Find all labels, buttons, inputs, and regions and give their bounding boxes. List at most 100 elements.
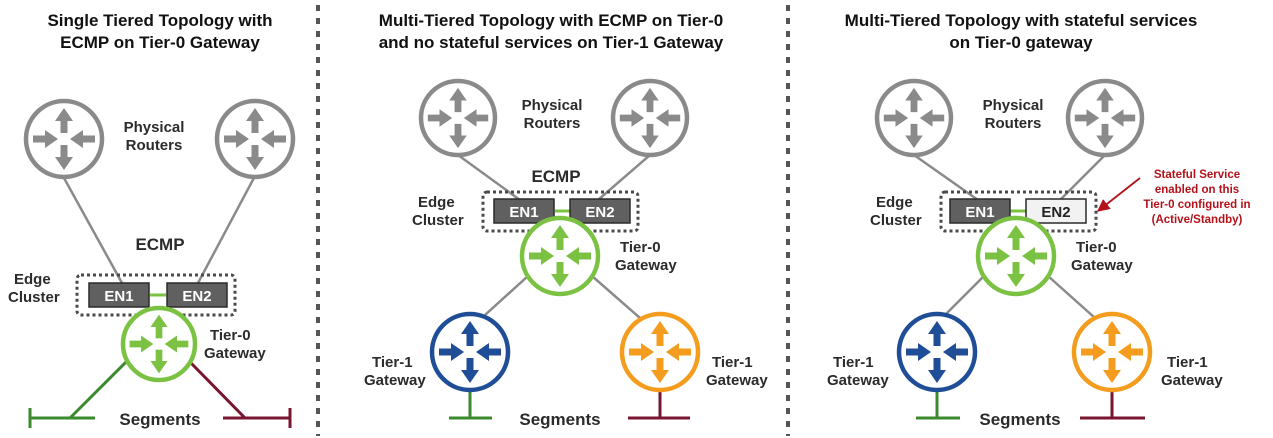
tier1-right-label-line1: Tier-1 [712, 354, 753, 371]
en1-label: EN1 [104, 288, 133, 305]
router-arrow [985, 247, 1010, 265]
segments-label: Segments [519, 410, 600, 429]
router-arrow [928, 358, 946, 383]
link-phys1-en1 [62, 177, 124, 284]
link-t0-seg-left [68, 358, 130, 420]
router-arrow [551, 225, 569, 250]
router-arrow [1110, 109, 1136, 127]
panel2-title-line1: Multi-Tiered Topology with ECMP on Tier-… [379, 11, 723, 30]
tier0-label-line1: Tier-0 [1076, 239, 1117, 256]
tier1-right-label-line1: Tier-1 [1167, 354, 1208, 371]
router-arrow [449, 87, 467, 113]
router-arrow [651, 358, 669, 383]
router-arrow [928, 321, 946, 346]
edge-cluster-label-line2: Cluster [8, 289, 60, 306]
en1-node [949, 198, 1011, 224]
panel-stateful-tier0: Multi-Tiered Topology with stateful serv… [827, 11, 1251, 429]
router-arrow [1074, 109, 1100, 127]
router-arrow [1118, 343, 1143, 361]
panel-multi-tiered-ecmp: Multi-Tiered Topology with ECMP on Tier-… [364, 11, 768, 429]
stateful-note-line4: (Active/Standby) [1152, 214, 1243, 226]
router-arrow [619, 109, 645, 127]
router-arrow [551, 262, 569, 287]
en2-label: EN2 [1041, 204, 1070, 221]
router-arrow [70, 130, 95, 148]
router-arrow [943, 343, 968, 361]
tier1-left-label-line2: Gateway [827, 372, 889, 389]
edge-cluster-box [481, 190, 640, 233]
en2-label: EN2 [182, 288, 211, 305]
stateful-note-line2: enabled on this [1155, 184, 1239, 196]
segments-label: Segments [119, 410, 200, 429]
link-t0-t1-right [1047, 275, 1096, 319]
en2-standby-node [1025, 198, 1087, 224]
router-icon [610, 78, 690, 158]
router-arrow [55, 145, 73, 170]
link-t0-seg-right [188, 360, 247, 420]
edge-cluster-label-line2: Cluster [412, 212, 464, 229]
tier1-left-router-icon [429, 311, 511, 393]
en2-node [166, 282, 228, 308]
router-arrow [905, 87, 923, 113]
router-arrow [651, 321, 669, 346]
router-arrow [1081, 343, 1106, 361]
router-arrow [655, 109, 681, 127]
router-arrow [566, 247, 591, 265]
link-t0-t1-left [484, 275, 529, 316]
router-arrow [246, 145, 264, 170]
edge-cluster-label-line2: Cluster [870, 212, 922, 229]
tier0-router-icon [519, 215, 601, 297]
router-circle [120, 305, 198, 383]
router-circle [418, 78, 498, 158]
tier0-label-line1: Tier-0 [210, 327, 251, 344]
en1-node [88, 282, 150, 308]
panel-single-tiered: Single Tiered Topology with ECMP on Tier… [8, 11, 296, 429]
en1-label: EN1 [509, 204, 538, 221]
tier0-label-line2: Gateway [204, 345, 266, 362]
edge-cluster-box [75, 273, 237, 317]
router-arrow [666, 343, 691, 361]
router-circle [874, 78, 954, 158]
physical-routers-label-line1: Physical [983, 97, 1044, 114]
edge-cluster-box [939, 190, 1098, 233]
tier0-label-line2: Gateway [615, 257, 677, 274]
router-circle [429, 311, 511, 393]
link-phys2-en2 [196, 175, 257, 284]
tier1-left-label-line1: Tier-1 [372, 354, 413, 371]
router-arrow [1103, 321, 1121, 346]
router-arrow [641, 123, 659, 149]
en1-node [493, 198, 555, 224]
tier1-left-label-line1: Tier-1 [833, 354, 874, 371]
router-arrow [641, 87, 659, 113]
link-t0-t1-left [944, 275, 985, 316]
router-arrow [164, 335, 189, 353]
stateful-note-line1: Stateful Service [1154, 169, 1240, 181]
tier0-label-line2: Gateway [1071, 257, 1133, 274]
router-arrow [1096, 87, 1114, 113]
link-phys2-en2 [597, 154, 651, 201]
physical-routers-label-line2: Routers [524, 115, 581, 132]
edge-cluster-label-line1: Edge [14, 271, 51, 288]
panel3-title-line2: on Tier-0 gateway [949, 33, 1093, 52]
physical-routers-label-line2: Routers [985, 115, 1042, 132]
router-circle [896, 311, 978, 393]
router-arrow [224, 130, 249, 148]
link-phys1-en1 [457, 153, 521, 202]
tier1-right-label-line2: Gateway [1161, 372, 1223, 389]
link-phys1-en1 [913, 153, 979, 202]
router-arrow [476, 343, 501, 361]
router-arrow [129, 335, 154, 353]
router-icon [214, 98, 296, 180]
tier1-right-label-line2: Gateway [706, 372, 768, 389]
en2-label: EN2 [585, 204, 614, 221]
stateful-note-arrow [1097, 177, 1141, 212]
router-arrow [905, 123, 923, 149]
router-arrow [246, 108, 264, 133]
physical-routers-label-line1: Physical [522, 97, 583, 114]
router-arrow [1096, 123, 1114, 149]
segments-label: Segments [979, 410, 1060, 429]
router-arrow [919, 109, 945, 127]
ecmp-label: ECMP [135, 235, 184, 254]
tier1-left-label-line2: Gateway [364, 372, 426, 389]
